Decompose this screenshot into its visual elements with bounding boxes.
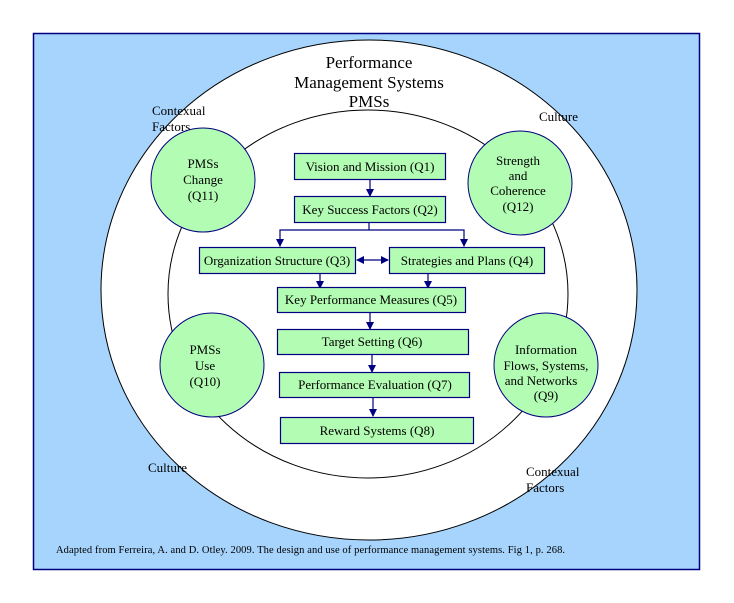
circle-q11-line-2: Change	[183, 172, 223, 187]
circle-q12-line-1: Strength	[496, 153, 541, 168]
box-reward-systems: Reward Systems (Q8)	[279, 416, 475, 445]
contextual-factors-label-bottom-right-1: Contexual	[526, 464, 580, 479]
box-key-performance-measures: Key Performance Measures (Q5)	[276, 286, 467, 314]
arrow-q2-to-q4	[369, 229, 468, 247]
circle-q12-line-4: (Q12)	[502, 199, 533, 214]
contextual-factors-label-top-left-2: Factors	[152, 119, 190, 134]
connectors	[276, 180, 468, 417]
circle-q10-line-3: (Q10)	[189, 374, 220, 389]
circle-q12-line-2: and	[509, 168, 528, 183]
culture-label-top-right: Culture	[539, 109, 578, 124]
box-vision-mission: Vision and Mission (Q1)	[293, 152, 447, 181]
citation: Adapted from Ferreira, A. and D. Otley. …	[56, 545, 565, 556]
box-target-setting: Target Setting (Q6)	[276, 328, 470, 356]
box-q8-label: Reward Systems (Q8)	[320, 423, 435, 438]
circle-q11-line-3: (Q11)	[188, 188, 219, 203]
circle-q11-line-1: PMSs	[187, 156, 218, 171]
box-q5-label: Key Performance Measures (Q5)	[285, 292, 457, 307]
circle-q10-line-2: Use	[195, 358, 215, 373]
box-key-success-factors: Key Success Factors (Q2)	[293, 195, 447, 224]
circle-q9-line-2: Flows, Systems,	[504, 358, 589, 373]
box-q1-label: Vision and Mission (Q1)	[306, 159, 435, 174]
box-performance-evaluation: Performance Evaluation (Q7)	[278, 371, 471, 399]
circle-q12-line-3: Coherence	[490, 183, 546, 198]
title-line-1: Performance	[326, 53, 413, 72]
contextual-factors-label-bottom-right-2: Factors	[526, 480, 564, 495]
box-strategies-plans: Strategies and Plans (Q4)	[388, 246, 546, 275]
culture-label-bottom-left: Culture	[148, 460, 187, 475]
box-organization-structure: Organization Structure (Q3)	[198, 246, 357, 275]
circle-q9-line-1: Information	[515, 342, 578, 357]
title-line-3: PMSs	[349, 92, 390, 111]
box-q6-label: Target Setting (Q6)	[322, 334, 423, 349]
box-q3-label: Organization Structure (Q3)	[204, 253, 350, 268]
circle-q9-line-4: (Q9)	[534, 388, 559, 403]
box-q2-label: Key Success Factors (Q2)	[302, 202, 437, 217]
box-q4-label: Strategies and Plans (Q4)	[401, 253, 534, 268]
circle-strength-coherence: Strength and Coherence (Q12)	[467, 130, 573, 236]
circle-q9-line-3: and Networks	[505, 373, 578, 388]
arrow-q2-to-q3	[276, 229, 369, 247]
box-q7-label: Performance Evaluation (Q7)	[298, 377, 452, 392]
title-line-2: Management Systems	[294, 73, 444, 92]
circle-information-flows: Information Flows, Systems, and Networks…	[493, 312, 599, 418]
circle-pmss-use: PMSs Use (Q10)	[159, 312, 265, 418]
circle-pmss-change: PMSs Change (Q11)	[150, 127, 256, 233]
contextual-factors-label-top-left-1: Contexual	[152, 103, 206, 118]
circle-q10-line-1: PMSs	[189, 342, 220, 357]
